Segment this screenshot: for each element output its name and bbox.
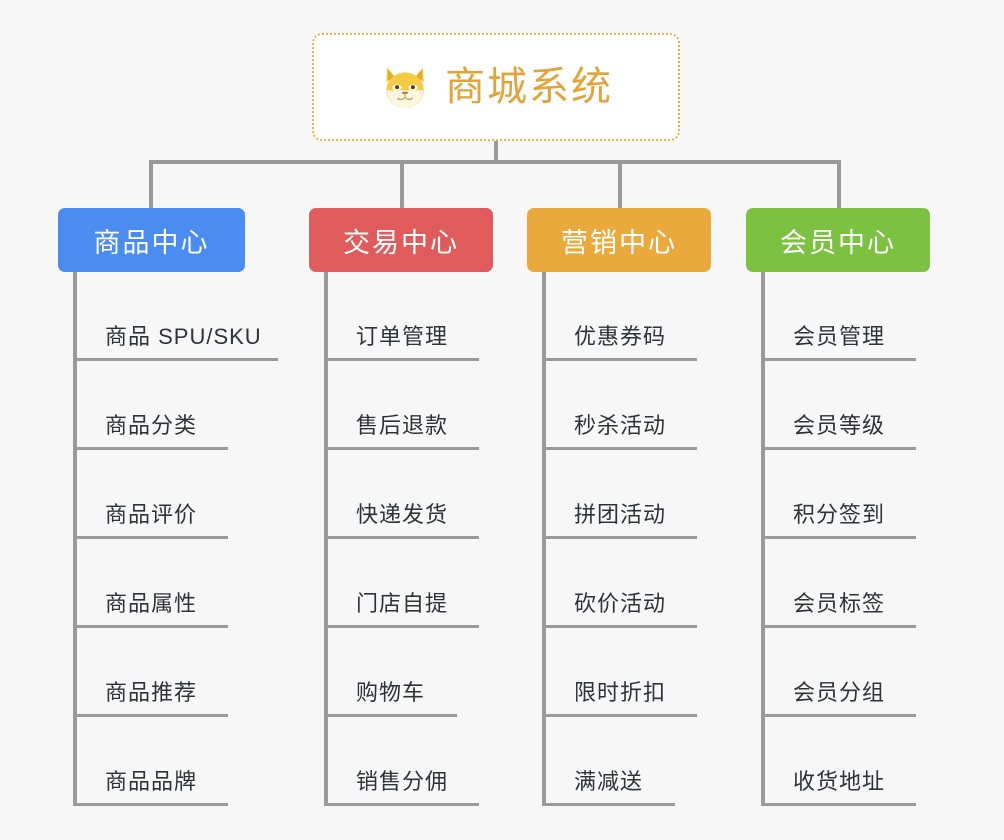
branch-header-marketing-center[interactable]: 营销中心: [527, 208, 711, 272]
leaf-underline: [542, 625, 697, 628]
leaf-label: 快递发货: [356, 502, 449, 527]
leaf-underline: [542, 358, 697, 361]
leaf-underline: [324, 447, 479, 450]
leaf-label: 门店自提: [356, 591, 449, 616]
leaf-underline: [761, 803, 916, 806]
leaf-underline: [761, 714, 916, 717]
leaf-label: 商品推荐: [105, 680, 198, 705]
leaf-underline: [761, 536, 916, 539]
leaf-underline: [73, 625, 228, 628]
connector-drop-2: [400, 160, 404, 208]
leaf-label: 秒杀活动: [574, 413, 667, 438]
leaf-underline: [73, 714, 228, 717]
connector-drop-4: [837, 160, 841, 208]
branch-trunk-2: [324, 272, 328, 806]
leaf-label: 商品属性: [105, 591, 198, 616]
leaf-underline: [324, 803, 479, 806]
branch-header-label: 商品中心: [93, 227, 210, 258]
leaf-underline: [542, 803, 675, 806]
root-node[interactable]: 商城系统: [312, 33, 680, 141]
branch-trunk-3: [542, 272, 546, 806]
leaf-underline: [73, 536, 228, 539]
leaf-underline: [542, 714, 697, 717]
connector-root-stub: [494, 141, 498, 164]
leaf-label: 售后退款: [356, 413, 449, 438]
leaf-label: 订单管理: [356, 324, 449, 349]
leaf-label: 限时折扣: [574, 680, 667, 705]
leaf-label: 拼团活动: [574, 502, 667, 527]
leaf-label: 购物车: [356, 680, 426, 705]
leaf-underline: [73, 803, 228, 806]
dog-face-icon: [379, 61, 431, 113]
leaf-label: 满减送: [574, 769, 644, 794]
branch-header-label: 营销中心: [561, 227, 677, 258]
leaf-underline: [761, 447, 916, 450]
branch-header-label: 交易中心: [343, 227, 459, 258]
branch-trunk-4: [761, 272, 765, 806]
leaf-underline: [324, 536, 479, 539]
leaf-label: 收货地址: [793, 769, 886, 794]
leaf-label: 会员等级: [793, 413, 886, 438]
leaf-label: 商品品牌: [105, 769, 198, 794]
branch-header-member-center[interactable]: 会员中心: [746, 208, 930, 272]
leaf-underline: [542, 536, 697, 539]
leaf-underline: [73, 358, 278, 361]
leaf-underline: [542, 447, 697, 450]
connector-horizontal-bus: [149, 160, 841, 164]
leaf-label: 会员分组: [793, 680, 886, 705]
branch-header-label: 会员中心: [780, 227, 896, 258]
leaf-underline: [73, 447, 228, 450]
leaf-underline: [761, 358, 916, 361]
leaf-label: 砍价活动: [574, 591, 667, 616]
leaf-underline: [324, 358, 479, 361]
root-title: 商城系统: [445, 65, 613, 109]
branch-header-trade-center[interactable]: 交易中心: [309, 208, 493, 272]
leaf-label: 会员标签: [793, 591, 886, 616]
branch-trunk-1: [73, 272, 77, 806]
leaf-label: 积分签到: [793, 502, 886, 527]
leaf-underline: [761, 625, 916, 628]
leaf-label: 销售分佣: [356, 769, 449, 794]
leaf-label: 商品评价: [105, 502, 198, 527]
leaf-label: 会员管理: [793, 324, 886, 349]
leaf-label: 商品 SPU/SKU: [105, 324, 262, 349]
leaf-underline: [324, 625, 479, 628]
leaf-label: 优惠券码: [574, 324, 667, 349]
connector-drop-3: [618, 160, 622, 208]
branch-header-product-center[interactable]: 商品中心: [58, 208, 245, 272]
leaf-label: 商品分类: [105, 413, 198, 438]
leaf-underline: [324, 714, 457, 717]
connector-drop-1: [149, 160, 153, 208]
